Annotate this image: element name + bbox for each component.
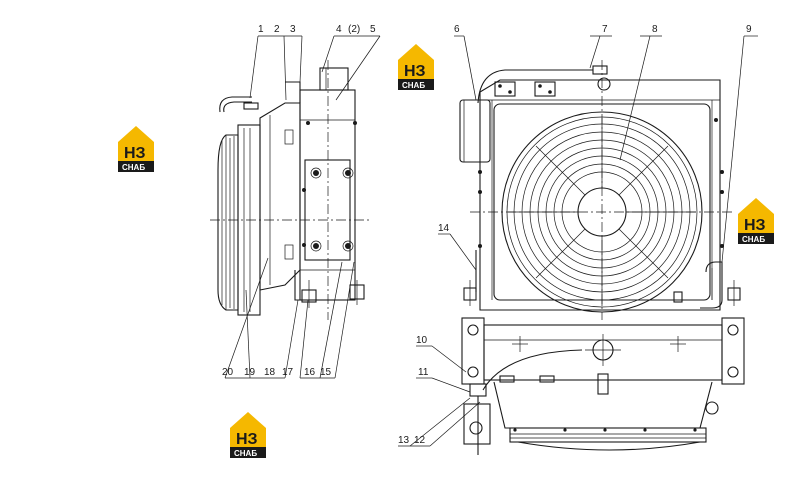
callout-11: 11 [418, 367, 429, 378]
callout-15: 15 [320, 367, 332, 378]
callout-1: 1 [258, 24, 264, 35]
callout-4-variant: (2) [348, 24, 360, 35]
svg-text:СНАБ: СНАБ [402, 81, 425, 90]
callout-12: 12 [414, 435, 426, 446]
callout-5: 5 [370, 24, 376, 35]
watermark-logo-2: НЗ СНАБ [118, 126, 154, 172]
front-view-leaders [438, 35, 758, 271]
svg-text:НЗ: НЗ [744, 217, 766, 234]
callout-16: 16 [304, 367, 316, 378]
callout-7: 7 [602, 24, 608, 35]
svg-text:СНАБ: СНАБ [122, 163, 145, 172]
svg-text:НЗ: НЗ [404, 63, 426, 80]
callout-4: 4 [336, 24, 342, 35]
watermark-logo-4: НЗ СНАБ [230, 412, 266, 458]
callout-13: 13 [398, 435, 410, 446]
front-view [459, 60, 741, 320]
callout-labels: 1 2 3 4 (2) 5 6 7 8 9 10 11 12 13 14 15 … [222, 24, 752, 446]
top-view [461, 317, 745, 455]
callout-3: 3 [290, 24, 296, 35]
callout-6: 6 [454, 24, 460, 35]
svg-text:СНАБ: СНАБ [234, 449, 257, 458]
callout-14: 14 [438, 223, 450, 234]
callout-18: 18 [264, 367, 276, 378]
top-view-leaders [398, 345, 481, 447]
callout-20: 20 [222, 367, 234, 378]
svg-text:НЗ: НЗ [124, 145, 146, 162]
svg-text:СНАБ: СНАБ [742, 235, 765, 244]
callout-10: 10 [416, 335, 428, 346]
side-view [210, 60, 370, 320]
side-view-leaders [224, 35, 381, 379]
watermark-logo-1: НЗ СНАБ [398, 44, 434, 90]
callout-9: 9 [746, 24, 752, 35]
callout-2: 2 [274, 24, 280, 35]
svg-text:НЗ: НЗ [236, 431, 258, 448]
callout-8: 8 [652, 24, 658, 35]
callout-19: 19 [244, 367, 256, 378]
callout-17: 17 [282, 367, 294, 378]
watermark-logo-3: НЗ СНАБ [738, 198, 774, 244]
